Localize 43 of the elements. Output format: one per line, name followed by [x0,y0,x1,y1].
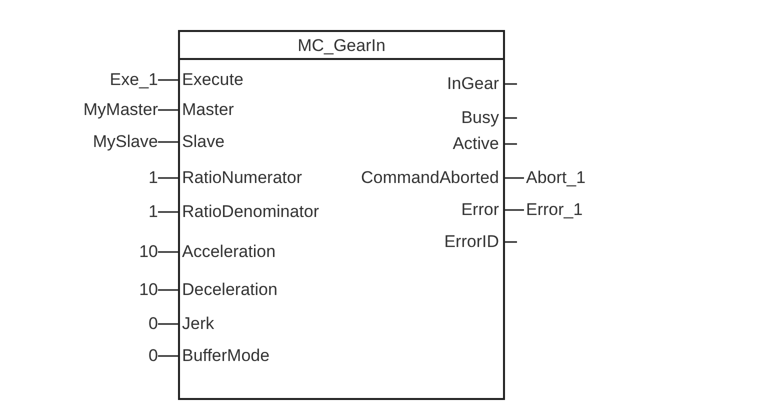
input-pin-label: Deceleration [182,280,278,300]
output-pin-label: Error [461,200,499,220]
connection-line [505,241,517,243]
input-variable: 10 [139,280,158,300]
input-pin-label: Slave [182,132,225,152]
input-variable: MyMaster [83,100,158,120]
input-variable: 1 [148,202,158,222]
connection-line [158,323,180,325]
input-pin-label: BufferMode [182,346,270,366]
connection-line [158,211,180,213]
input-variable: 1 [148,168,158,188]
connection-line [158,251,180,253]
input-variable: 0 [148,346,158,366]
output-pin-label: InGear [447,74,499,94]
output-variable: Abort_1 [526,168,586,188]
input-pin-label: Jerk [182,314,214,334]
input-pin-label: Execute [182,70,244,90]
input-pin-label: Acceleration [182,242,276,262]
input-variable: Exe_1 [110,70,158,90]
input-variable: 10 [139,242,158,262]
connection-line [158,289,180,291]
connection-line [158,141,180,143]
input-pin-label: RatioNumerator [182,168,302,188]
output-pin-label: CommandAborted [361,168,499,188]
connection-line [505,143,517,145]
connection-line [158,109,180,111]
input-variable: 0 [148,314,158,334]
output-pin-label: Active [452,134,499,154]
block-title: MC_GearIn [180,32,503,60]
connection-line [158,79,180,81]
connection-line [505,117,517,119]
output-pin-label: Busy [461,108,499,128]
input-variable: MySlave [92,132,158,152]
input-pin-label: Master [182,100,234,120]
output-pin-label: ErrorID [444,232,499,252]
connection-line [505,209,524,211]
connection-line [158,177,180,179]
connection-line [505,83,517,85]
output-variable: Error_1 [526,200,583,220]
connection-line [158,355,180,357]
input-pin-label: RatioDenominator [182,202,320,222]
connection-line [505,177,524,179]
function-block [178,30,505,400]
